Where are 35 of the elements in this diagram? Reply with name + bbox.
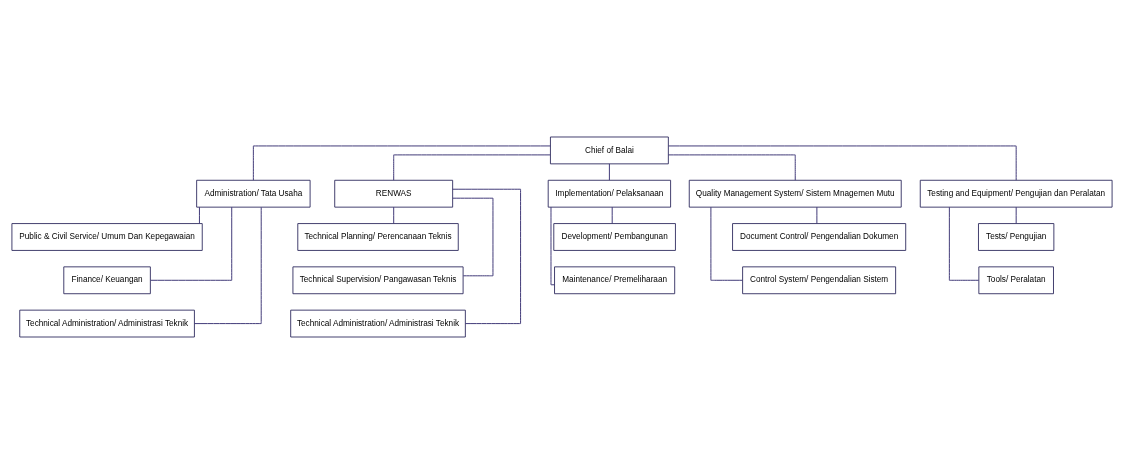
node-box: Technical Administration/ Administrasi Teknik	[290, 309, 466, 338]
node-box: Development/ Pembangunan	[553, 223, 676, 251]
connector	[252, 145, 551, 181]
node-box: Public & Civil Service/ Umum Dan Kepegawaian	[11, 223, 203, 251]
node-box: Testing and Equipment/ Pengujian dan Peralatan	[919, 179, 1113, 208]
node-box: Quality Management System/ Sistem Mnagemen Mutu	[688, 179, 902, 208]
node-box: Finance/ Keuangan	[63, 266, 151, 295]
connector	[452, 188, 522, 325]
node-box: RENWAS	[334, 179, 454, 208]
connector	[194, 206, 262, 325]
connector	[1015, 206, 1017, 224]
connector	[608, 163, 610, 181]
node-box: Administration/ Tata Usaha	[196, 179, 311, 208]
connector	[948, 206, 980, 281]
node-box: Maintenance/ Premeliharaan	[554, 266, 676, 295]
node-box: Tests/ Pengujian	[978, 223, 1055, 251]
connector	[611, 206, 613, 224]
connector	[710, 206, 743, 281]
connector	[816, 206, 818, 224]
node-box: Control System/ Pengendalian Sistem	[742, 266, 897, 295]
node-box: Technical Supervision/ Pangawasan Teknis	[292, 266, 464, 295]
node-box: Tools/ Peralatan	[978, 266, 1054, 295]
connector	[198, 206, 200, 224]
connector	[550, 206, 555, 286]
connector	[393, 206, 395, 224]
node-box: Document Control/ Pengendalian Dokumen	[732, 223, 907, 251]
connector	[452, 197, 494, 277]
connector	[668, 145, 1017, 181]
node-box: Implementation/ Pelaksanaan	[547, 179, 672, 208]
node-box: Technical Administration/ Administrasi Teknik	[19, 309, 195, 338]
connector	[393, 154, 551, 181]
node-box: Technical Planning/ Perencanaan Teknis	[297, 223, 459, 251]
node-box: Chief of Balai	[549, 136, 669, 165]
connector	[150, 206, 233, 281]
connector	[667, 154, 796, 181]
